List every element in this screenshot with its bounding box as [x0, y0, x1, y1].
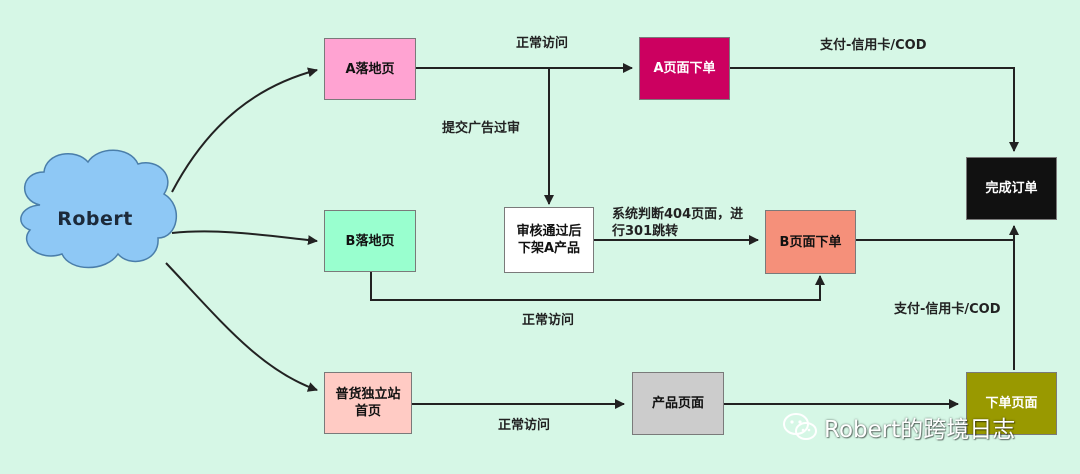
- edge-label-normal-visit-home: 正常访问: [498, 418, 551, 433]
- landing-a-node: A落地页: [324, 38, 416, 100]
- landing-b-node: B落地页: [324, 210, 416, 272]
- landing-b-label: B落地页: [345, 233, 395, 249]
- edge-label-payment-top: 支付-信用卡/COD: [820, 38, 927, 53]
- edge-label-redirect: 系统判断404页面，进 行301跳转: [612, 207, 744, 239]
- complete-label: 完成订单: [985, 181, 1038, 196]
- order-a-node: A页面下单: [639, 37, 730, 100]
- edge-label-normal-visit-b: 正常访问: [522, 313, 575, 328]
- order-store-label: 下单页面: [985, 396, 1038, 411]
- product-page-label: 产品页面: [651, 396, 704, 411]
- edge-user-to-landing-a: [171, 67, 318, 193]
- edge-order-a-to-complete: [730, 67, 1019, 152]
- user-node-label: Robert: [57, 208, 133, 230]
- edge-label-ad-review: 提交广告过审: [442, 121, 521, 136]
- order-a-label: A页面下单: [653, 61, 716, 76]
- edge-user-to-landing-b: [171, 230, 318, 246]
- user-cloud-shape: [20, 149, 178, 269]
- watermark-text: Robert的跨境日志: [824, 417, 1016, 443]
- wechat-icon: [783, 413, 817, 440]
- edge-label-normal-visit-a: 正常访问: [516, 36, 569, 51]
- edge-label-payment-right: 支付-信用卡/COD: [894, 302, 1001, 317]
- product-page-node: 产品页面: [632, 372, 724, 435]
- order-b-node: B页面下单: [765, 210, 856, 274]
- review-node: 审核通过后 下架A产品: [504, 207, 594, 273]
- edge-landing-b-to-order-b: [370, 272, 825, 301]
- watermark: Robert的跨境日志: [782, 410, 1015, 444]
- complete-node: 完成订单: [966, 157, 1057, 220]
- landing-a-label: A落地页: [345, 61, 395, 77]
- order-store-node: 下单页面: [966, 372, 1057, 435]
- store-home-label: 普货独立站 首页: [335, 387, 401, 419]
- store-home-node: 普货独立站 首页: [324, 372, 412, 434]
- order-b-label: B页面下单: [779, 234, 842, 250]
- review-label: 审核通过后 下架A产品: [516, 224, 582, 256]
- edge-user-to-store-home: [165, 262, 318, 392]
